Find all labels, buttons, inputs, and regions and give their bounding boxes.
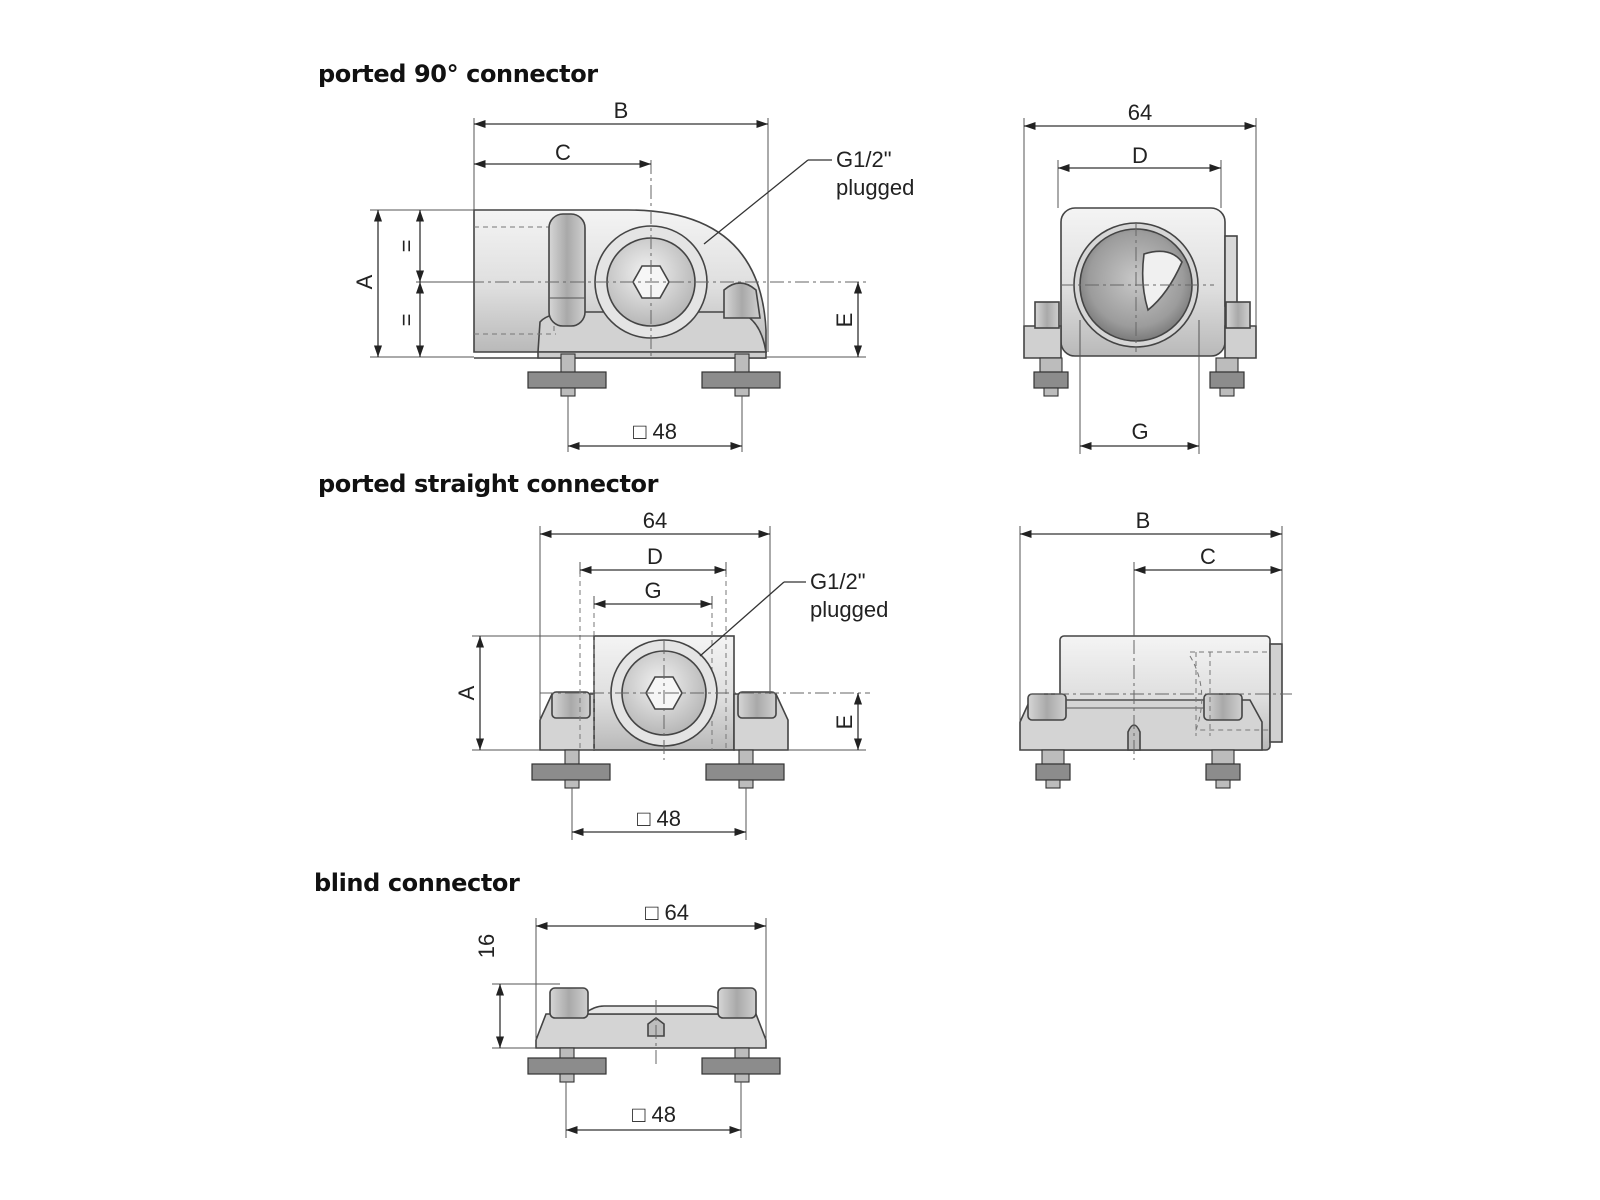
dim-16-blind: 16 <box>474 934 499 958</box>
dim-e-straight: E <box>832 715 857 730</box>
heading-ported-90-connector: ported 90° connector <box>318 60 598 88</box>
callout-port-size-straight: G1/2" <box>810 569 866 594</box>
dim-48-blind: □ 48 <box>632 1102 676 1127</box>
ported-90-front-view <box>1023 207 1257 397</box>
ported-straight-side-dimensions: B C <box>1019 508 1283 722</box>
dim-g-straight-front: G <box>644 578 661 603</box>
dim-c-90: C <box>555 140 571 165</box>
dim-g-90-front: G <box>1131 419 1148 444</box>
blind-connector-view <box>527 987 781 1083</box>
dim-64-90-front: 64 <box>1128 100 1152 125</box>
callout-plugged-straight: plugged <box>810 597 888 622</box>
dim-b-90: B <box>614 98 629 123</box>
dim-b-straight: B <box>1136 508 1151 533</box>
dim-equal-lower-90: = <box>394 314 419 327</box>
dim-a-90: A <box>352 274 377 289</box>
blind-connector-dimensions: □ 64 16 □ 48 <box>474 900 767 1138</box>
dim-c-straight: C <box>1200 544 1216 569</box>
dim-e-90: E <box>832 313 857 328</box>
callout-port-size-90: G1/2" <box>836 147 892 172</box>
ported-90-side-dimensions: B C A = = E □ 48 G1/2" plugged <box>352 98 914 452</box>
dim-64-straight-front: 64 <box>643 508 667 533</box>
dim-d-90-front: D <box>1132 143 1148 168</box>
callout-plugged-90: plugged <box>836 175 914 200</box>
ported-straight-front-view <box>531 572 870 789</box>
dim-a-straight: A <box>454 685 479 700</box>
heading-ported-straight-connector: ported straight connector <box>318 470 659 498</box>
ported-straight-side-view <box>1019 635 1292 789</box>
heading-blind-connector: blind connector <box>314 869 520 897</box>
dim-48-straight: □ 48 <box>637 806 681 831</box>
dim-d-straight-front: D <box>647 544 663 569</box>
dim-64-blind: □ 64 <box>645 900 689 925</box>
ported-straight-front-dimensions: 64 D G A E □ 48 G1/2" plugged <box>454 508 888 840</box>
dim-equal-upper-90: = <box>394 240 419 253</box>
dim-48-90: □ 48 <box>633 419 677 444</box>
ported-90-side-view <box>420 160 870 397</box>
ported-90-front-dimensions: 64 D G <box>1023 100 1257 454</box>
